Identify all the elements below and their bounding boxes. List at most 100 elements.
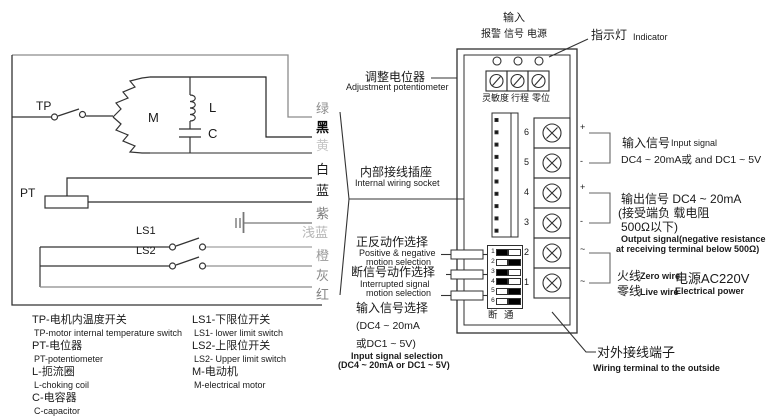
indicator-callout-en: Indicator — [633, 32, 668, 42]
input-select-l3: 或DC1 ~ 5V) — [356, 338, 416, 350]
positive-select-en1: Positive & negative — [359, 248, 436, 258]
dip-cell-4-left — [495, 278, 509, 286]
legend-c-en: C-capacitor — [34, 406, 81, 416]
pt-label: PT — [20, 186, 36, 200]
dip-cell-2-right — [508, 258, 521, 266]
dip-row-2: 2 — [489, 258, 521, 267]
capacitor-label: C — [208, 126, 218, 141]
adjustment-pots — [485, 70, 550, 92]
legend-pt-zh: PT-电位器 — [32, 340, 83, 352]
positive-select-zh: 正反动作选择 — [356, 235, 429, 249]
legend-m-en: M-electrical motor — [194, 380, 266, 390]
input-select-zh: 输入信号选择 — [356, 301, 429, 315]
dip-cell-4-right — [508, 278, 521, 286]
ls1-label: LS1 — [136, 225, 156, 237]
motor-label: M — [148, 110, 159, 125]
legend-tp-en: TP-motor internal temperature switch — [34, 328, 183, 338]
terminal-number-3: 3 — [523, 217, 529, 227]
interrupted-select-zh: 断信号动作选择 — [351, 265, 436, 279]
wire-label-blue: 蓝 — [316, 183, 330, 198]
neutral-wire-en: Live wire — [640, 287, 679, 297]
indicator-lamps — [492, 56, 544, 66]
legend-ls2-en: LS2- Upper limit switch — [194, 354, 287, 364]
wire-label-gray: 灰 — [316, 268, 330, 283]
dip-cell-5-right — [508, 288, 521, 296]
dip-switch-block: 1 2 3 4 5 6 — [487, 245, 523, 309]
dip-row-5: 5 — [489, 287, 521, 296]
dip-number-3: 3 — [491, 267, 495, 275]
ac-mark-top: ~ — [580, 244, 586, 254]
pot-label-sensitivity: 灵敏度 — [482, 93, 510, 103]
dip-number-2: 2 — [491, 257, 495, 265]
ac-mark-bottom: ~ — [580, 276, 586, 286]
legend-c-zh: C-电容器 — [32, 392, 77, 404]
adjust-callout-en: Adjustment potentiometer — [346, 82, 449, 92]
terminal-number-5: 5 — [523, 157, 529, 167]
dip-cell-6-left — [495, 298, 509, 306]
wire-label-purple: 紫 — [316, 206, 330, 221]
plug-symbol — [235, 212, 312, 233]
internal-socket — [491, 112, 519, 238]
choking-coil-capacitor — [179, 77, 201, 153]
wire-label-yellow: 黄 — [316, 138, 330, 153]
selection-tabs — [450, 249, 484, 301]
lamp-label-power: 电源 — [527, 29, 547, 40]
power-supply-zh: 电源AC220V — [675, 271, 750, 286]
circuit-outline — [11, 54, 322, 306]
terminal-number-2: 2 — [523, 247, 529, 257]
dip-number-5: 5 — [491, 287, 495, 295]
dip-cell-6-right — [508, 298, 521, 306]
input-select-en2: (DC4 ~ 20mA or DC1 ~ 5V) — [338, 360, 450, 370]
dip-row-6: 6 — [489, 297, 521, 306]
dip-cell-5-left — [495, 288, 509, 296]
output-signal-l1: 输出信号 DC4 ~ 20mA — [621, 192, 742, 206]
terminal-number-4: 4 — [523, 187, 529, 197]
wire-label-lightblue: 浅蓝 — [302, 225, 329, 240]
ls2-label: LS2 — [136, 245, 156, 257]
input-select-l2: (DC4 ~ 20mA — [356, 320, 420, 332]
dip-number-6: 6 — [491, 297, 495, 305]
input-signal-zh: 输入信号 — [622, 136, 671, 150]
lamp-label-alarm: 报警 — [481, 29, 501, 40]
input-plus-mark: + — [580, 122, 586, 132]
dip-cell-1-left — [495, 248, 509, 256]
wire-label-red: 红 — [316, 287, 330, 302]
coil-label: L — [209, 100, 217, 115]
legend-l-en: L-choking coil — [34, 380, 90, 390]
pot-label-travel: 行程 — [511, 93, 530, 103]
legend-ls1-zh: LS1-下限位开关 — [192, 314, 271, 326]
pot-label-zero: 零位 — [532, 93, 551, 103]
terminal-number-6: 6 — [523, 127, 529, 137]
legend-ls1-en: LS1- lower limit switch — [194, 328, 284, 338]
screw-terminals — [533, 117, 571, 299]
external-terminal-en: Wiring terminal to the outside — [593, 363, 720, 373]
dip-cell-3-left — [495, 268, 509, 276]
terminal-number-1: 1 — [523, 277, 529, 287]
wire-brace — [339, 111, 464, 296]
positive-select-en2: motion selection — [366, 257, 432, 267]
dip-cell-3-right — [508, 268, 521, 276]
lamp-label-signal: 信号 — [504, 29, 524, 40]
dip-row-4: 4 — [489, 277, 521, 286]
dip-number-4: 4 — [491, 277, 495, 285]
input-signal-range: DC4 ~ 20mA或 and DC1 ~ 5V — [621, 154, 762, 166]
dip-number-1: 1 — [491, 248, 495, 256]
hot-wire-en: Zero wire — [640, 271, 681, 281]
input-select-en1: Input signal selection — [351, 351, 444, 361]
input-minus-mark: - — [580, 156, 583, 166]
indicator-callout-zh: 指示灯 — [591, 28, 628, 42]
socket-callout-zh: 内部接线插座 — [360, 165, 433, 179]
power-supply-en: Electrical power — [675, 286, 745, 296]
tp-label: TP — [36, 99, 52, 113]
interrupted-select-en2: motion selection — [366, 288, 432, 298]
wire-label-black: 黑 — [316, 120, 330, 135]
tp-switch — [12, 108, 113, 121]
hot-wire-zh: 火线 — [617, 269, 642, 283]
output-signal-en1: Output signal(negative resistance — [621, 234, 766, 244]
motor-windings — [112, 76, 312, 154]
terminal-brackets — [589, 132, 611, 284]
module-input-label: 输入 — [503, 12, 525, 24]
adjust-callout-zh: 调整电位器 — [365, 70, 426, 84]
